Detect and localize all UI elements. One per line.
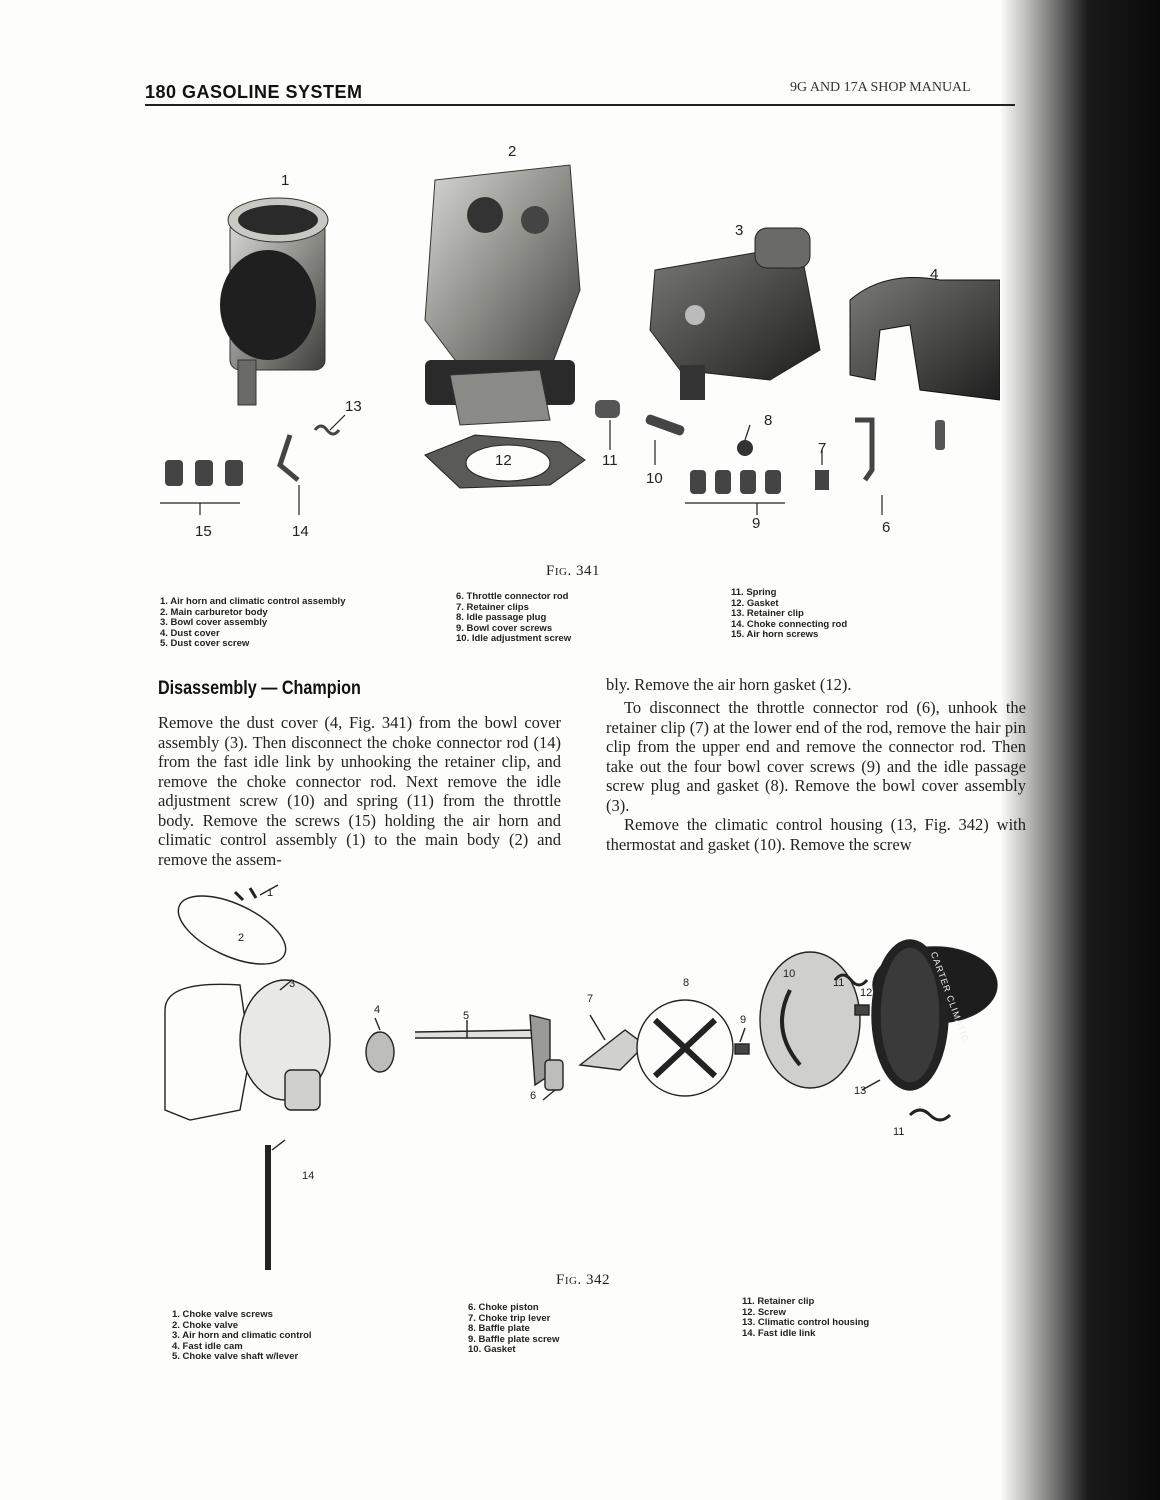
page-header-title: 180 GASOLINE SYSTEM: [145, 82, 363, 102]
body-paragraph-right-3: Remove the climatic control housing (13,…: [606, 815, 1026, 854]
fig341-callout-15: 15: [195, 523, 212, 540]
choke-valve-part: [177, 895, 287, 965]
fig342-callout-4: 4: [374, 1004, 381, 1016]
dust-cover-part: [849, 277, 1000, 401]
legend-item: 14. Fast idle link: [742, 1327, 816, 1339]
fig341-callout-6: 6: [882, 519, 891, 536]
choke-valve-shaft-part: [414, 1029, 541, 1039]
legend-item: 13. Climatic control housing: [742, 1317, 870, 1328]
fig342-callout-11b: 11: [893, 1126, 905, 1138]
legend-item: 2. Main carburetor body: [160, 606, 268, 618]
body-paragraph-left: Remove the dust cover (4, Fig. 341) from…: [158, 713, 561, 869]
body-paragraph-right-2: To disconnect the throttle connector rod…: [606, 698, 1026, 815]
legend-item: 4. Dust cover: [160, 627, 220, 639]
fig342-callout-9: 9: [740, 1014, 747, 1026]
fig341-callout-13: 13: [345, 398, 362, 415]
fig341-callout-1: 1: [281, 172, 290, 189]
legend-item: 8. Baffle plate: [468, 1323, 530, 1334]
fig341-callout-9: 9: [752, 515, 761, 532]
legend-item: 5. Dust cover screw: [160, 638, 250, 649]
fig342-callout-6: 6: [530, 1090, 537, 1102]
fig342-legend-col2: 6. Choke piston 7. Choke trip lever 8. B…: [468, 1302, 560, 1356]
fig341-callout-4: 4: [930, 266, 939, 283]
fig342-callout-2: 2: [238, 932, 245, 944]
fig341-legend-col3: 11. Spring 12. Gasket 13. Retainer clip …: [731, 587, 848, 641]
fig342-callout-10: 10: [783, 968, 796, 980]
fig341-callout-14: 14: [292, 523, 309, 540]
legend-item: 11. Retainer clip: [742, 1296, 815, 1307]
fig341-callout-12: 12: [495, 452, 512, 469]
fast-idle-cam-part: [365, 1031, 395, 1073]
legend-item: 11. Spring: [731, 587, 777, 598]
main-carburetor-body-part: [424, 164, 581, 426]
legend-item: 1. Choke valve screws: [172, 1309, 273, 1320]
legend-item: 12. Screw: [742, 1306, 786, 1318]
book-spine-shadow: [1000, 0, 1160, 1500]
fig342-callout-3: 3: [289, 978, 296, 990]
fig341-callout-3: 3: [735, 222, 744, 239]
legend-item: 15. Air horn screws: [731, 629, 819, 640]
legend-item: 7. Retainer clips: [456, 601, 529, 613]
legend-item: 3. Air horn and climatic control: [172, 1330, 312, 1341]
fig342-callout-8: 8: [683, 977, 690, 989]
fig341-callout-8: 8: [764, 412, 773, 429]
legend-item: 14. Choke connecting rod: [731, 618, 848, 630]
legend-item: 6. Throttle connector rod: [456, 591, 569, 602]
fig342-legend-col3: 11. Retainer clip 12. Screw 13. Climatic…: [742, 1296, 870, 1339]
gasket-part: [759, 951, 861, 1089]
fig342-caption: Fig. 342: [556, 1272, 610, 1288]
fig342-callout-5: 5: [463, 1010, 470, 1022]
legend-item: 10. Gasket: [468, 1344, 516, 1355]
fig342-callout-12: 12: [860, 987, 873, 999]
fig341-caption: Fig. 341: [546, 563, 600, 579]
fig342-legend-col1: 1. Choke valve screws 2. Choke valve 3. …: [172, 1309, 312, 1363]
bowl-cover-part: [649, 227, 821, 400]
choke-piston-part: [544, 1059, 564, 1091]
fig341-callout-10: 10: [646, 470, 663, 487]
figure-341-illustration: [160, 164, 1000, 515]
legend-item: 8. Idle passage plug: [456, 612, 547, 623]
figure-342-illustration: [164, 884, 998, 1270]
legend-item: 4. Fast idle cam: [172, 1340, 243, 1352]
fig342-callout-1: 1: [267, 887, 274, 899]
legend-item: 10. Idle adjustment screw: [456, 633, 572, 644]
fig341-legend-col2: 6. Throttle connector rod 7. Retainer cl…: [456, 591, 572, 645]
small-parts: [165, 400, 945, 494]
header-rule: [145, 104, 1015, 106]
legend-item: 13. Retainer clip: [731, 608, 804, 619]
fig341-callout-7: 7: [818, 440, 827, 457]
legend-item: 6. Choke piston: [468, 1302, 539, 1313]
fig342-callout-14: 14: [302, 1170, 315, 1182]
legend-item: 1. Air horn and climatic control assembl…: [160, 596, 346, 607]
fig342-callout-7: 7: [587, 993, 594, 1005]
legend-item: 2. Choke valve: [172, 1319, 239, 1331]
body-paragraph-right-1: bly. Remove the air horn gasket (12).: [606, 675, 852, 694]
legend-item: 9. Baffle plate screw: [468, 1333, 560, 1345]
legend-item: 9. Bowl cover screws: [456, 622, 553, 634]
section-heading: Disassembly — Champion: [158, 678, 361, 699]
air-horn-climatic-part: [164, 983, 251, 1121]
fig341-callout-11: 11: [602, 452, 618, 469]
running-header: 9G AND 17A SHOP MANUAL: [790, 80, 971, 95]
fig342-callout-11a: 11: [833, 977, 845, 989]
legend-item: 5. Choke valve shaft w/lever: [172, 1351, 299, 1362]
legend-item: 7. Choke trip lever: [468, 1312, 551, 1324]
fig341-callout-2: 2: [508, 143, 517, 160]
fig342-callout-13: 13: [854, 1085, 867, 1097]
air-horn-part: [220, 197, 329, 406]
legend-item: 12. Gasket: [731, 597, 779, 609]
fig341-legend-col1: 1. Air horn and climatic control assembl…: [160, 596, 346, 650]
legend-item: 3. Bowl cover assembly: [160, 617, 268, 628]
choke-trip-lever-part: [578, 1029, 647, 1071]
leader-lines: [160, 414, 883, 515]
